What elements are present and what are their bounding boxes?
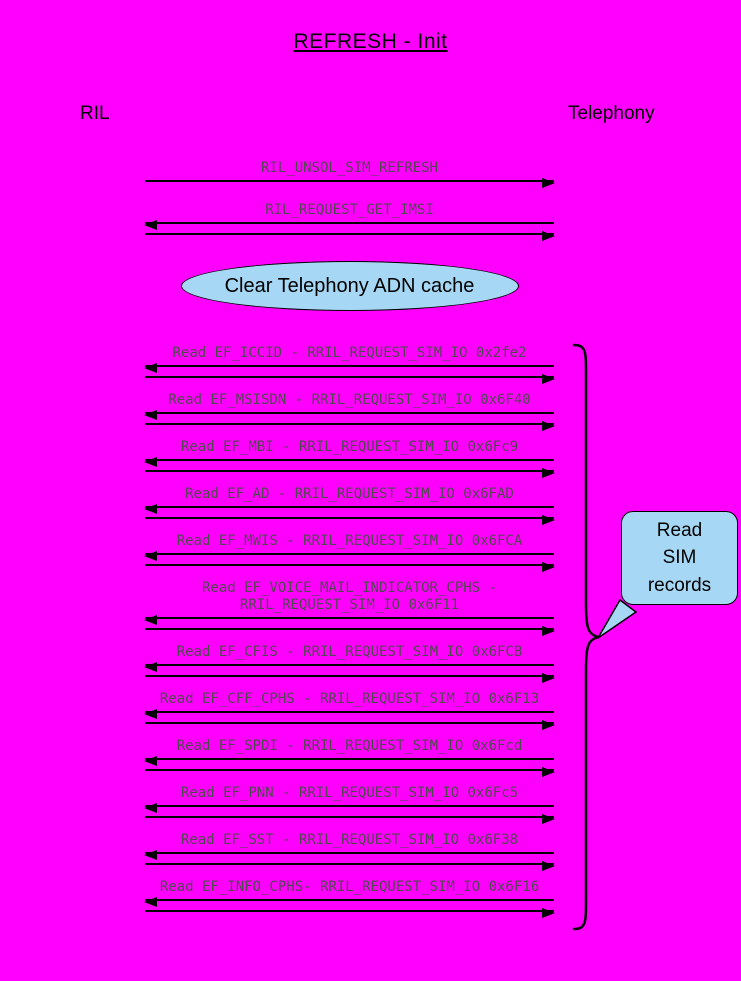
message-label: Read EF_AD - RRIL_REQUEST_SIM_IO 0x6FAD [145, 486, 554, 503]
message-label: Read EF_VOICE_MAIL_INDICATOR_CPHS - RRIL… [145, 580, 554, 614]
message-label: Read EF_PNN - RRIL_REQUEST_SIM_IO 0x6Fc5 [145, 785, 554, 802]
request-arrow-line [145, 805, 554, 807]
request-arrow-line [145, 222, 554, 224]
message-row: Read EF_MBI - RRIL_REQUEST_SIM_IO 0x6Fc9 [145, 439, 554, 472]
response-arrow-line [145, 628, 554, 630]
message-label: Read EF_SST - RRIL_REQUEST_SIM_IO 0x6F38 [145, 832, 554, 849]
response-arrow-line [145, 517, 554, 519]
callout-label: Read SIM records [642, 517, 717, 600]
message-row: Read EF_SPDI - RRIL_REQUEST_SIM_IO 0x6Fc… [145, 738, 554, 771]
message-list-top: RIL_UNSOL_SIM_REFRESH RIL_REQUEST_GET_IM… [145, 160, 554, 235]
message-row: Read EF_CFF_CPHS - RRIL_REQUEST_SIM_IO 0… [145, 691, 554, 724]
message-row: Read EF_SST - RRIL_REQUEST_SIM_IO 0x6F38 [145, 832, 554, 865]
message-row: Read EF_AD - RRIL_REQUEST_SIM_IO 0x6FAD [145, 486, 554, 519]
request-arrow-line [145, 506, 554, 508]
message-flow: RIL_UNSOL_SIM_REFRESH RIL_REQUEST_GET_IM… [145, 160, 554, 926]
message-label: Read EF_CFIS - RRIL_REQUEST_SIM_IO 0x6FC… [145, 644, 554, 661]
request-arrow-line [145, 664, 554, 666]
adn-cache-note: Clear Telephony ADN cache [181, 261, 519, 311]
response-arrow-line [145, 910, 554, 912]
request-arrow-line [145, 899, 554, 901]
message-label: Read EF_MSISDN - RRIL_REQUEST_SIM_IO 0x6… [145, 392, 554, 409]
actor-telephony-label: Telephony [568, 103, 655, 125]
request-arrow-line [145, 553, 554, 555]
read-sim-records-callout: Read SIM records [621, 511, 738, 605]
message-label: RIL_REQUEST_GET_IMSI [145, 202, 554, 219]
message-row: Read EF_MWIS - RRIL_REQUEST_SIM_IO 0x6FC… [145, 533, 554, 566]
response-arrow-line [145, 675, 554, 677]
request-arrow-line [145, 459, 554, 461]
message-label: Read EF_MWIS - RRIL_REQUEST_SIM_IO 0x6FC… [145, 533, 554, 550]
message-row: RIL_UNSOL_SIM_REFRESH [145, 160, 554, 182]
response-arrow-line [145, 376, 554, 378]
response-arrow-line [145, 722, 554, 724]
response-arrow-line [145, 233, 554, 235]
message-row: Read EF_ICCID - RRIL_REQUEST_SIM_IO 0x2f… [145, 345, 554, 378]
message-row: Read EF_PNN - RRIL_REQUEST_SIM_IO 0x6Fc5 [145, 785, 554, 818]
message-label: Read EF_SPDI - RRIL_REQUEST_SIM_IO 0x6Fc… [145, 738, 554, 755]
response-arrow-line [145, 769, 554, 771]
message-row: RIL_REQUEST_GET_IMSI [145, 202, 554, 235]
message-list-reads: Read EF_ICCID - RRIL_REQUEST_SIM_IO 0x2f… [145, 345, 554, 912]
message-label: Read EF_INFO_CPHS- RRIL_REQUEST_SIM_IO 0… [145, 879, 554, 896]
message-label: Read EF_ICCID - RRIL_REQUEST_SIM_IO 0x2f… [145, 345, 554, 362]
response-arrow-line [145, 564, 554, 566]
response-arrow-line [145, 863, 554, 865]
adn-cache-note-label: Clear Telephony ADN cache [225, 275, 475, 298]
response-arrow-line [145, 816, 554, 818]
message-row: Read EF_INFO_CPHS- RRIL_REQUEST_SIM_IO 0… [145, 879, 554, 912]
response-arrow-line [145, 423, 554, 425]
request-arrow-line [145, 365, 554, 367]
message-label: Read EF_CFF_CPHS - RRIL_REQUEST_SIM_IO 0… [145, 691, 554, 708]
response-arrow-line [145, 470, 554, 472]
message-row: Read EF_CFIS - RRIL_REQUEST_SIM_IO 0x6FC… [145, 644, 554, 677]
response-arrow-line [145, 180, 554, 182]
request-arrow-line [145, 617, 554, 619]
message-label: RIL_UNSOL_SIM_REFRESH [145, 160, 554, 177]
message-label: Read EF_MBI - RRIL_REQUEST_SIM_IO 0x6Fc9 [145, 439, 554, 456]
request-arrow-line [145, 758, 554, 760]
request-arrow-line [145, 412, 554, 414]
request-arrow-line [145, 852, 554, 854]
request-arrow-line [145, 711, 554, 713]
diagram-title: REFRESH - Init [0, 30, 741, 54]
message-row: Read EF_MSISDN - RRIL_REQUEST_SIM_IO 0x6… [145, 392, 554, 425]
actor-ril-label: RIL [80, 103, 110, 125]
message-row: Read EF_VOICE_MAIL_INDICATOR_CPHS - RRIL… [145, 580, 554, 630]
